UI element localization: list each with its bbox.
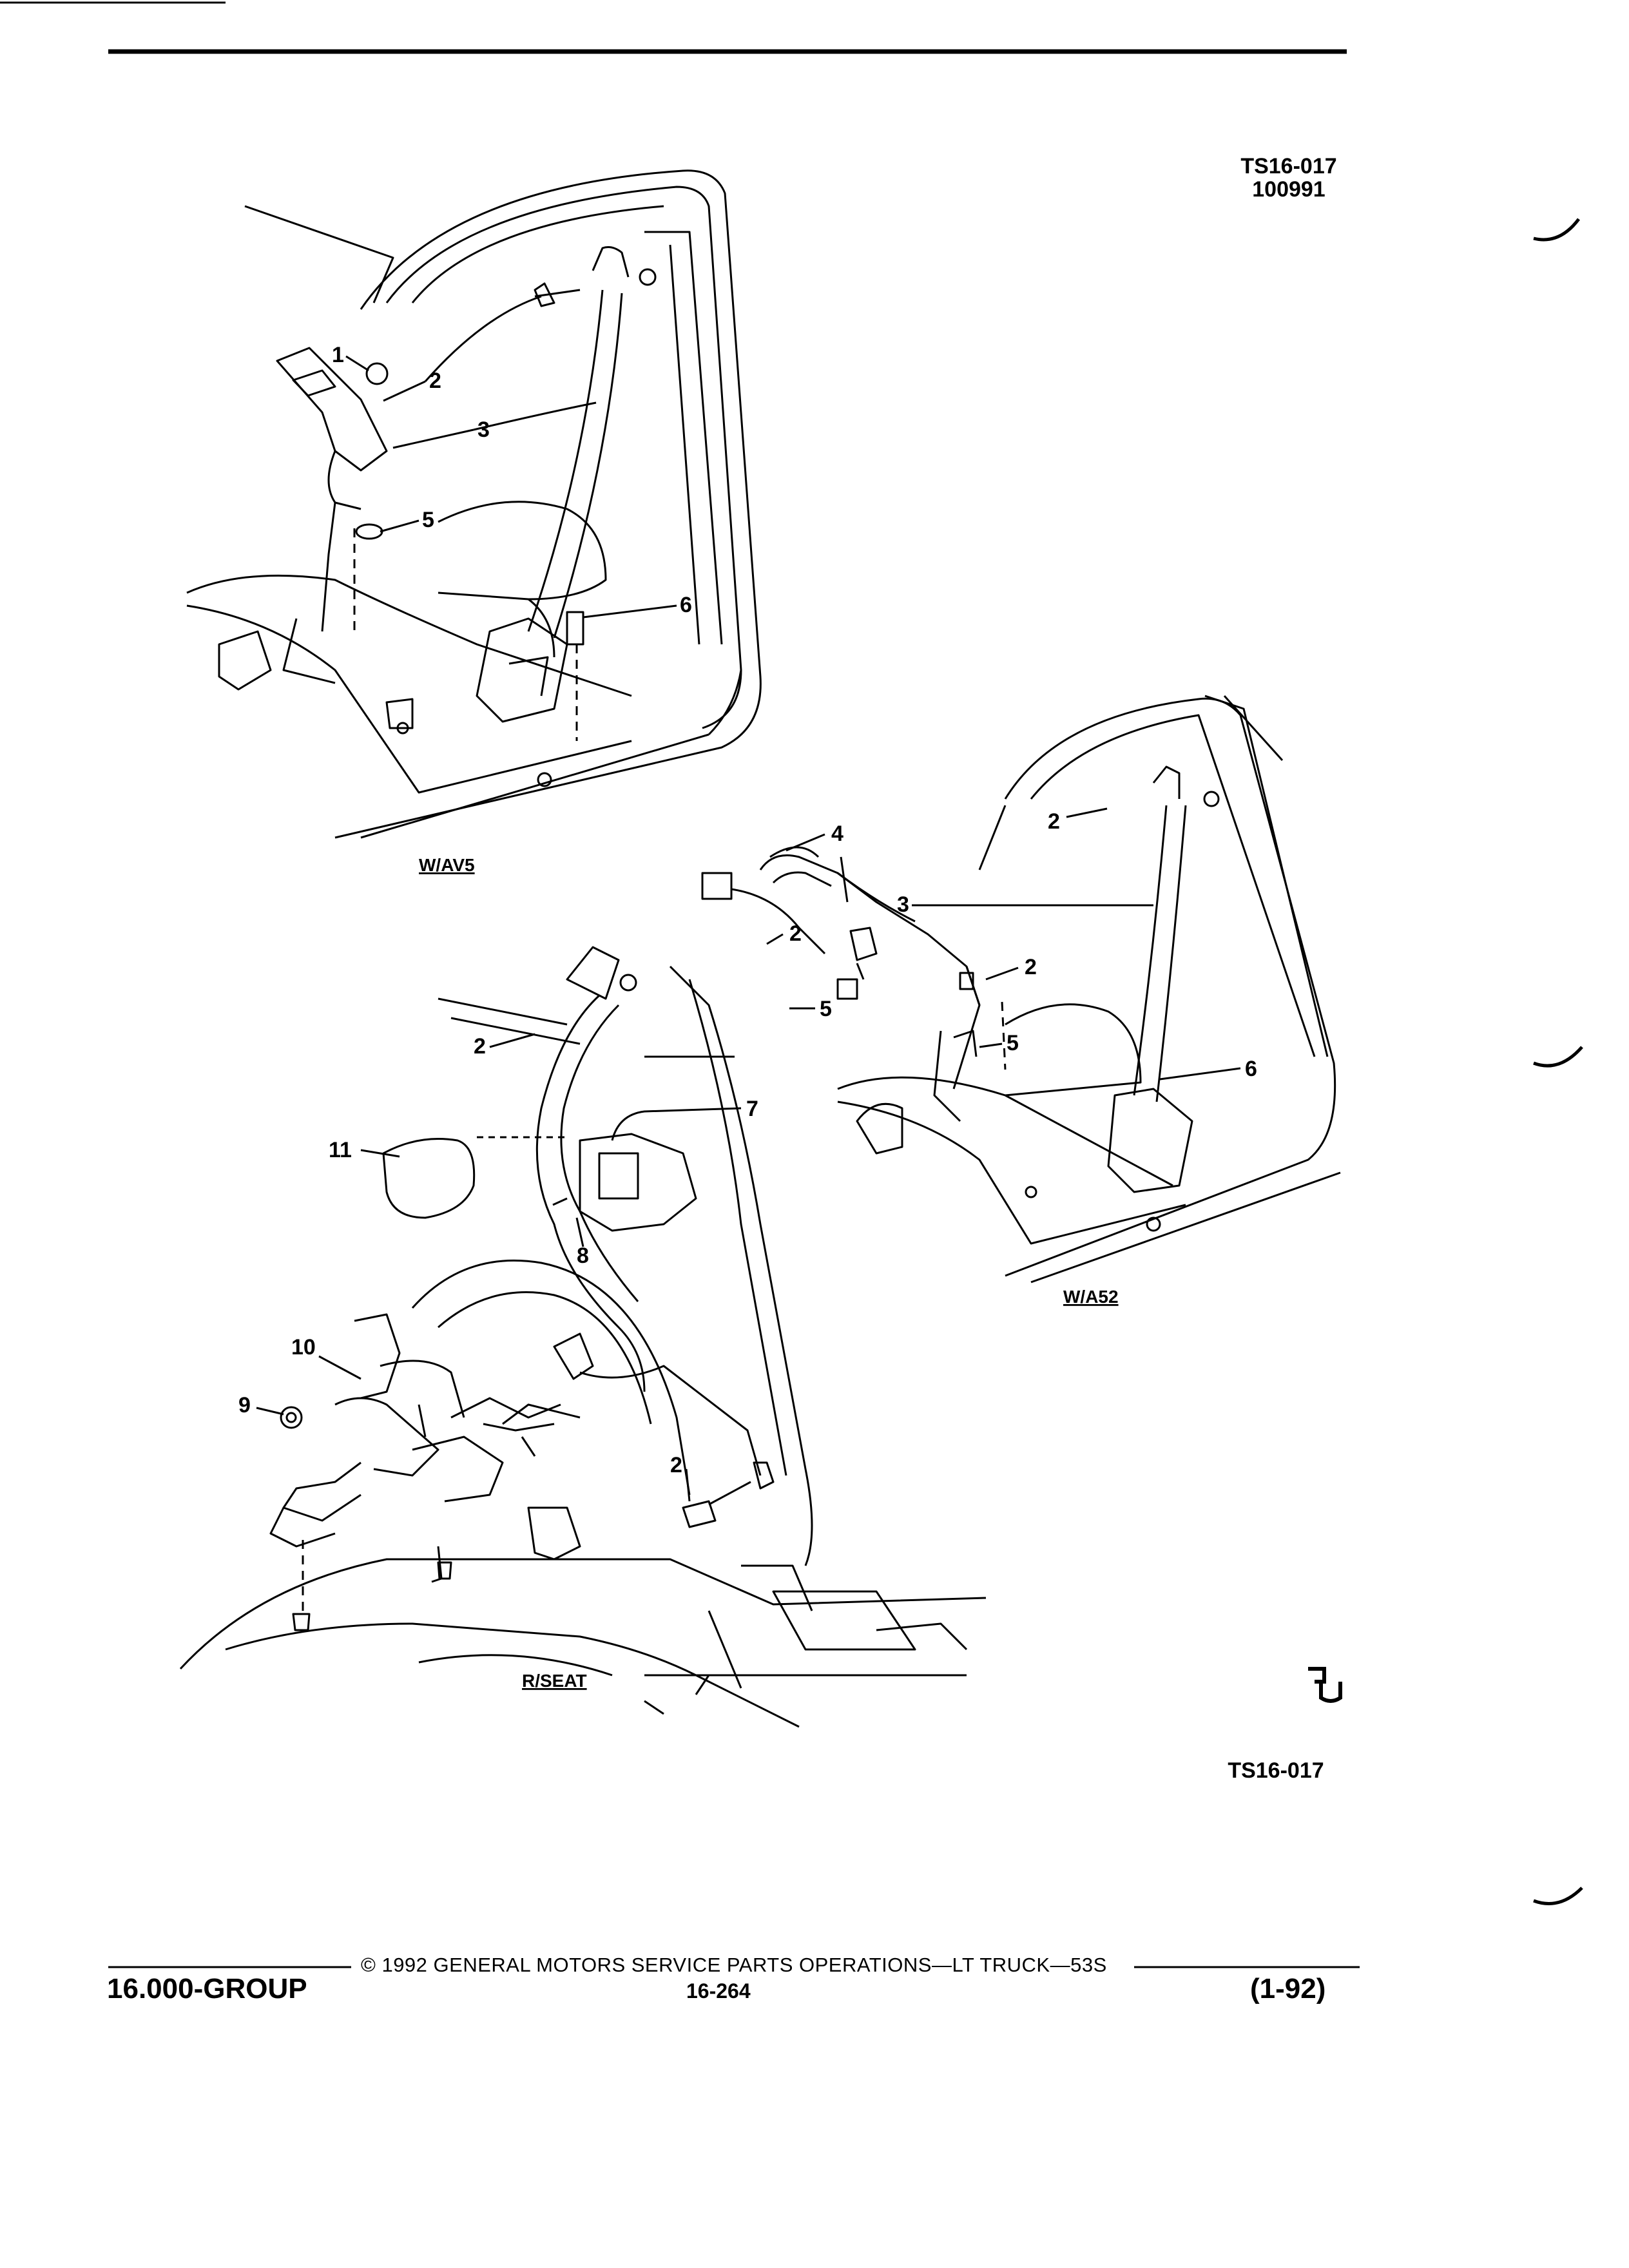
view-label-a52: W/A52 bbox=[1063, 1287, 1119, 1307]
view-av5-drawing bbox=[186, 169, 762, 839]
view-label-av5: W/AV5 bbox=[419, 855, 475, 875]
callout-rseat-8: 8 bbox=[577, 1244, 589, 1268]
figure-date: 100991 bbox=[1252, 177, 1325, 202]
binding-marks bbox=[1533, 218, 1583, 1905]
callout-av5-6: 6 bbox=[680, 593, 692, 617]
footer-group: 16.000-GROUP bbox=[107, 1973, 307, 2004]
figure-code-header: TS16-017 100991 bbox=[1224, 155, 1353, 201]
callout-av5-1: 1 bbox=[332, 343, 344, 367]
callout-a52-6: 6 bbox=[1245, 1057, 1257, 1081]
callout-rseat-10: 10 bbox=[291, 1335, 316, 1360]
callout-a52-4: 4 bbox=[831, 822, 843, 846]
callout-av5-2: 2 bbox=[429, 369, 441, 393]
view-labels: W/AV5 W/A52 R/SEAT bbox=[419, 855, 1119, 1691]
callout-a52-2a: 2 bbox=[1048, 809, 1060, 834]
callout-rseat-2a: 2 bbox=[474, 1034, 486, 1059]
view-label-rseat: R/SEAT bbox=[522, 1671, 587, 1691]
callout-a52-2c: 2 bbox=[1025, 955, 1037, 979]
figure-code-bottom: TS16-017 bbox=[1228, 1758, 1324, 1783]
callout-rseat-11: 11 bbox=[329, 1138, 352, 1162]
callout-av5-5: 5 bbox=[422, 508, 434, 532]
callout-a52-2b: 2 bbox=[789, 921, 802, 946]
callout-a52-3: 3 bbox=[897, 892, 909, 917]
callout-a52-5b: 5 bbox=[1007, 1031, 1019, 1055]
callout-rseat-7: 7 bbox=[746, 1097, 758, 1121]
footer-page-number: 16-264 bbox=[686, 1979, 751, 2003]
callout-rseat-9: 9 bbox=[238, 1393, 251, 1418]
callout-av5-3: 3 bbox=[477, 418, 490, 442]
callout-rseat-2b: 2 bbox=[670, 1453, 682, 1477]
footer-date: (1-92) bbox=[1250, 1973, 1326, 2004]
callout-a52-5a: 5 bbox=[820, 997, 832, 1021]
stamp-mark bbox=[1308, 1667, 1342, 1703]
callout-labels: 1 2 3 5 6 2 4 3 2 2 5 5 6 2 7 11 8 10 9 … bbox=[238, 343, 1257, 1477]
footer-copyright: © 1992 GENERAL MOTORS SERVICE PARTS OPER… bbox=[361, 1954, 1107, 1976]
figure-code: TS16-017 bbox=[1240, 154, 1337, 178]
view-rseat-drawing bbox=[179, 946, 987, 1728]
view-a52-drawing bbox=[701, 695, 1341, 1283]
